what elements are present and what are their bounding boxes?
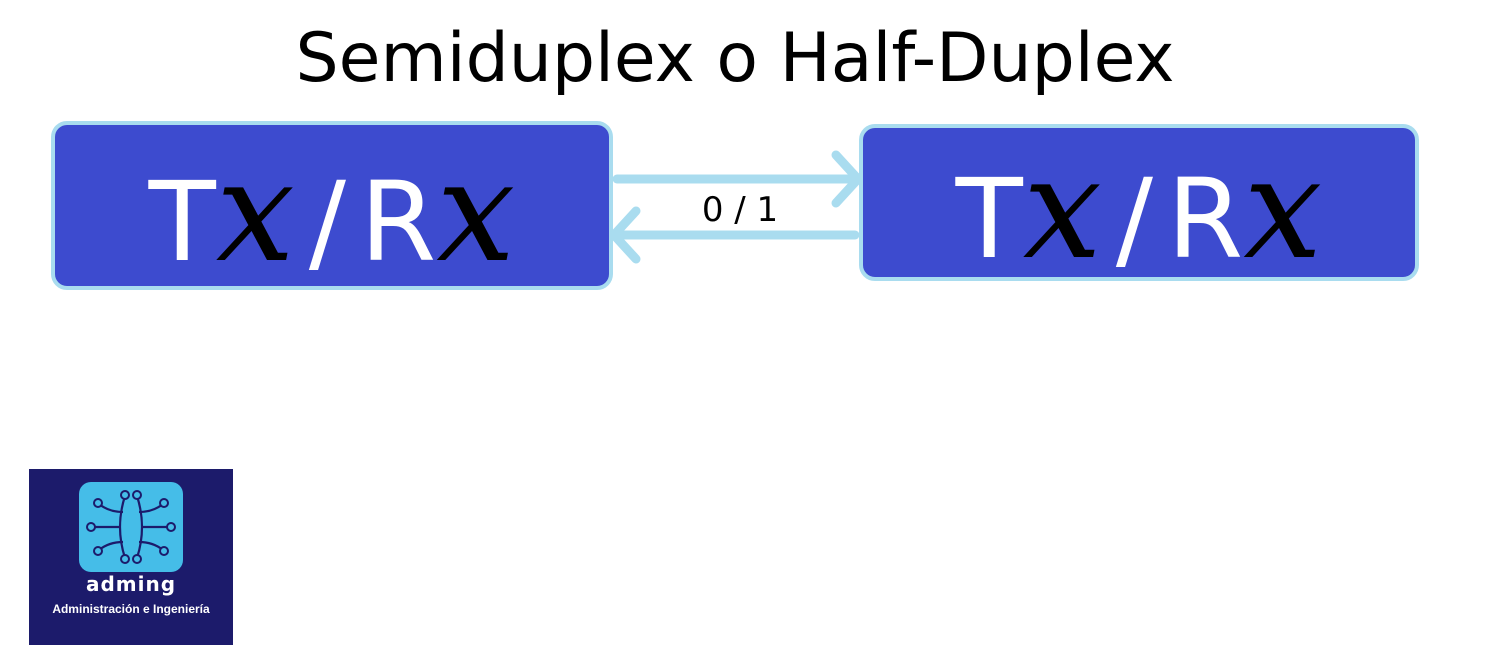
tx-rx-node-left: Tx/Rx [51, 121, 613, 290]
node-x2-glyph: x [436, 131, 516, 294]
node-label: Tx/Rx [55, 125, 609, 286]
node-slash-glyph: / [1115, 155, 1153, 283]
logo-wordmark: adming Administración e Ingeniería [52, 572, 210, 616]
link-label: 0 / 1 [701, 190, 779, 230]
diagram-title: Semiduplex o Half-Duplex [295, 19, 1175, 98]
logo-brand: adming [86, 572, 176, 596]
circuit-logo-icon [79, 482, 183, 572]
node-x2-glyph: x [1243, 128, 1323, 291]
node-x-glyph: x [215, 131, 295, 294]
node-t-glyph: T [955, 155, 1023, 283]
logo-tagline: Administración e Ingeniería [52, 602, 210, 616]
node-slash-glyph: / [308, 158, 346, 286]
node-t-glyph: T [148, 158, 216, 286]
node-r-glyph: R [1166, 155, 1244, 283]
node-r-glyph: R [359, 158, 437, 286]
node-x-glyph: x [1022, 128, 1102, 291]
node-label: Tx/Rx [863, 128, 1415, 280]
adming-logo: adming Administración e Ingeniería [29, 469, 233, 645]
tx-rx-node-right: Tx/Rx [859, 124, 1419, 281]
